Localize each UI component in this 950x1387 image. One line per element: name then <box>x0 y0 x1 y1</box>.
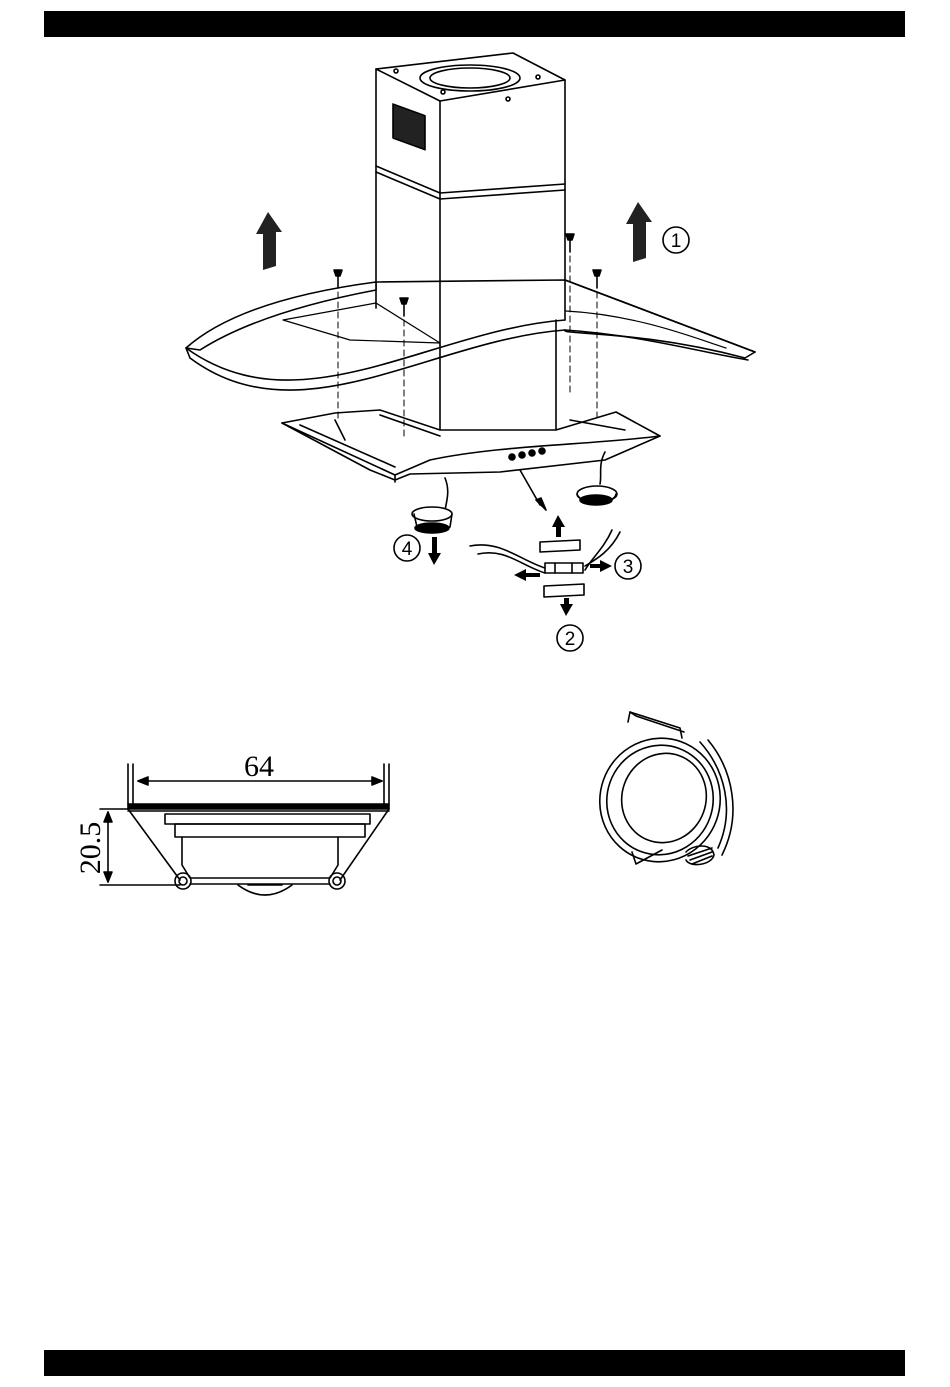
lift-arrow-icon <box>256 202 652 270</box>
callout-2-label: 2 <box>565 629 576 650</box>
footer-bar <box>44 1350 905 1376</box>
glass-canopy <box>186 280 755 390</box>
screw-icon <box>334 270 342 288</box>
screw-icon <box>400 298 408 316</box>
lamp-width-label: 64 <box>244 750 274 783</box>
screw-icon <box>566 234 574 252</box>
wire-connector <box>470 530 620 597</box>
lamp-left <box>412 478 452 533</box>
callout-3-label: 3 <box>623 557 634 578</box>
vent-grille <box>393 104 425 150</box>
lamp-perspective-drawing <box>582 712 737 879</box>
callout-4-label: 4 <box>402 539 413 560</box>
callout-1-label: 1 <box>671 231 682 252</box>
lamp-dimension-drawing <box>100 764 389 895</box>
hood-base <box>282 410 660 482</box>
lamp-height-label: 20.5 <box>74 822 107 875</box>
screw-icon <box>593 270 601 288</box>
